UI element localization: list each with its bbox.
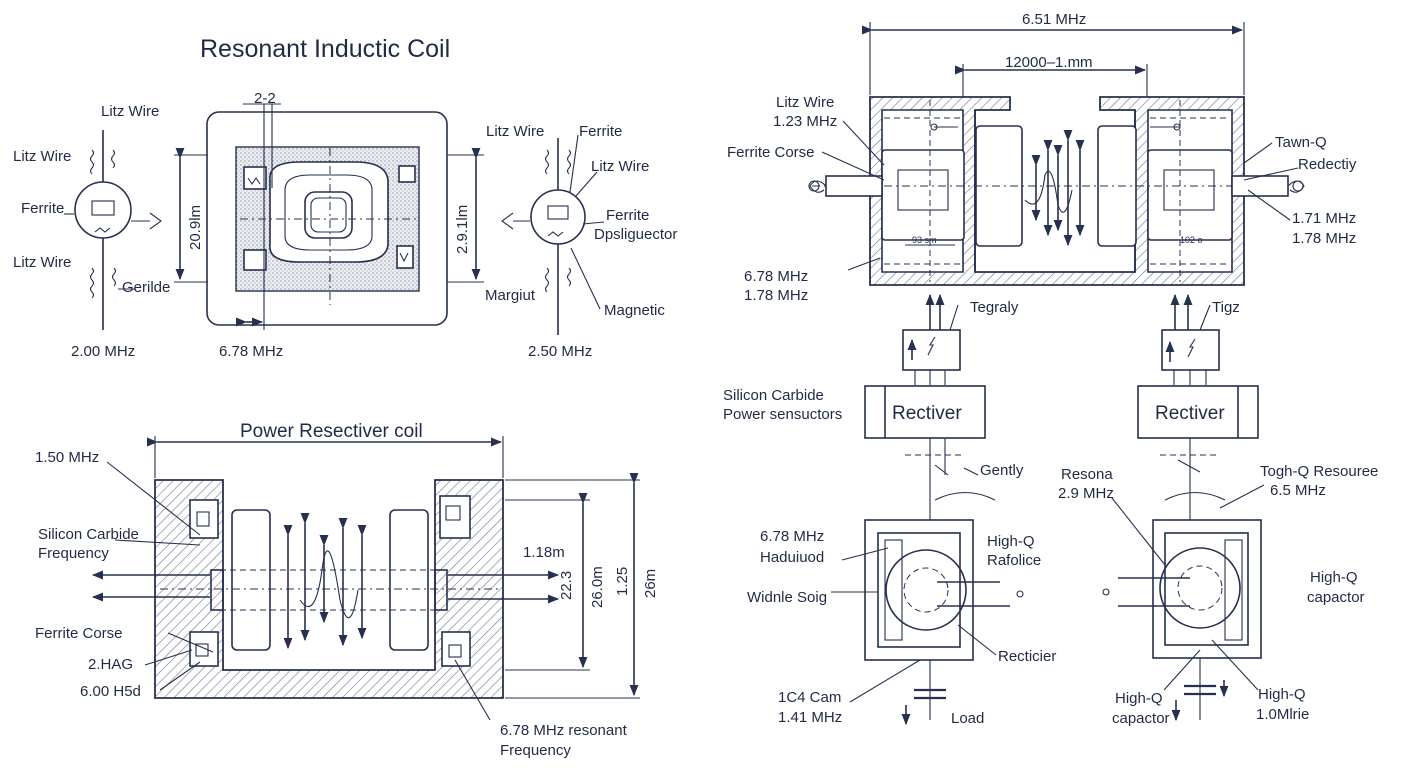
tiny-left-label: 93 sm <box>912 235 937 245</box>
label-silicon-carbide-tx: Silicon Carbide <box>723 387 824 404</box>
label-power-sensuctors: Power sensuctors <box>723 406 842 423</box>
label-highq-left: High-Q <box>987 533 1035 550</box>
label-ferrite-corse-tx: Ferrite Corse <box>727 144 815 161</box>
tiny-right-label: 102 o <box>1180 235 1203 245</box>
label-dpsliguector: Dpsliguector <box>594 226 677 243</box>
label-widnle-soig: Widnle Soig <box>747 589 827 606</box>
label-1c4-cam: 1C4 Cam <box>778 689 841 706</box>
freq-right-250: 2.50 MHz <box>528 343 592 360</box>
label-silicon-carbide-rx: Silicon Carbide <box>38 526 139 543</box>
freq-tx-178-r: 1.78 MHz <box>1292 230 1356 247</box>
title-resonant-coil: Resonant Inductic Coil <box>200 35 450 63</box>
left-circuit <box>831 293 1024 726</box>
dim-inner: 12000–1.mm <box>1005 54 1093 71</box>
label-highq-bottom-1: High-Q <box>1115 690 1163 707</box>
freq-receiver-150: 1.50 MHz <box>35 449 99 466</box>
mark-2hag: 2.HAG <box>88 656 133 673</box>
label-frequency-rx: Frequency <box>38 545 109 562</box>
dim-top-651: 6.51 MHz <box>1022 11 1086 28</box>
center-coil <box>174 103 484 330</box>
label-resonant-freq: 6.78 MHz resonant <box>500 722 628 739</box>
freq-circuit-678: 6.78 MHz <box>760 528 824 545</box>
freq-left-200: 2.00 MHz <box>71 343 135 360</box>
label-tegraly: Tegraly <box>970 299 1019 316</box>
label-ferrite-left: Ferrite <box>21 200 64 217</box>
dim-receiver-1: 1.18m <box>523 544 565 561</box>
rectifier-box-right: Rectiver <box>1155 403 1225 424</box>
label-capactor-right: capactor <box>1307 589 1365 606</box>
label-gently: Gently <box>980 462 1024 479</box>
label-togh-q-resouree: Togh-Q Resouree <box>1260 463 1378 480</box>
dim-height-left: 20.9lm <box>187 205 204 250</box>
label-resona: Resona <box>1061 466 1113 483</box>
freq-togh-65: 6.5 MHz <box>1270 482 1326 499</box>
label-rafolice: Rafolice <box>987 552 1041 569</box>
label-capactor-bottom-1: capactor <box>1112 710 1170 727</box>
label-highq-cap-right: High-Q <box>1310 569 1358 586</box>
freq-highq-bottom-2: 1.0Mlrie <box>1256 706 1309 723</box>
label-highq-bottom-2: High-Q <box>1258 686 1306 703</box>
label-litz-wire-1: Litz Wire <box>101 103 159 120</box>
label-litz-wire-3: Litz Wire <box>13 254 71 271</box>
label-redectiy: Redectiy <box>1298 156 1357 173</box>
transmitter-panel: 93 sm 102 o <box>808 22 1305 286</box>
dim-receiver-2: 22.3 <box>558 571 575 600</box>
left-coil-symbol <box>64 130 162 330</box>
dim-height-right: 2.9.1lm <box>454 205 471 254</box>
label-litz-wire-tx: Litz Wire <box>776 94 834 111</box>
section-label-2-2: 2-2 <box>254 90 276 107</box>
freq-tx-678: 6.78 MHz <box>744 268 808 285</box>
label-ferrite-r2: Ferrite <box>606 207 649 224</box>
label-resonant-frequency-word: Frequency <box>500 742 571 759</box>
receiver-coil-panel: Power Resectiver coil <box>91 421 640 721</box>
field-arrows-receiver <box>283 512 367 650</box>
label-tigz: Tigz <box>1212 299 1240 316</box>
label-tawn-q: Tawn-Q <box>1275 134 1327 151</box>
right-circuit <box>1102 293 1265 722</box>
freq-center-678: 6.78 MHz <box>219 343 283 360</box>
dim-receiver-4: 1.25 <box>614 567 631 596</box>
resonant-coil-panel: Resonant Inductic Coil Litz Wire Litz Wi… <box>13 35 677 360</box>
label-gerilde: Gerilde <box>122 279 170 296</box>
dim-receiver-3: 26.0m <box>589 566 606 608</box>
label-ferrite-r1: Ferrite <box>579 123 622 140</box>
freq-141: 1.41 MHz <box>778 709 842 726</box>
right-coil-symbol <box>501 134 605 335</box>
field-arrows-transmitter <box>1024 129 1085 247</box>
label-magnetic: Magnetic <box>604 302 665 319</box>
label-haduiuod: Haduiuod <box>760 549 824 566</box>
label-litz-wire-r2: Litz Wire <box>591 158 649 175</box>
label-litz-wire-2: Litz Wire <box>13 148 71 165</box>
label-ferrite-corse-rx: Ferrite Corse <box>35 625 123 642</box>
label-margiut: Margiut <box>485 287 536 304</box>
label-load: Load <box>951 710 984 727</box>
mark-600h5d: 6.00 H5d <box>80 683 141 700</box>
label-recticier: Recticier <box>998 648 1056 665</box>
freq-tx-171: 1.71 MHz <box>1292 210 1356 227</box>
label-litz-wire-r1: Litz Wire <box>486 123 544 140</box>
freq-tx-178-l: 1.78 MHz <box>744 287 808 304</box>
title-receiver-coil: Power Resectiver coil <box>240 421 423 442</box>
freq-resona-29: 2.9 MHz <box>1058 485 1114 502</box>
dim-receiver-5: 26m <box>642 569 659 598</box>
rectifier-box-left: Rectiver <box>892 403 962 424</box>
freq-litz-tx: 1.23 MHz <box>773 113 837 130</box>
